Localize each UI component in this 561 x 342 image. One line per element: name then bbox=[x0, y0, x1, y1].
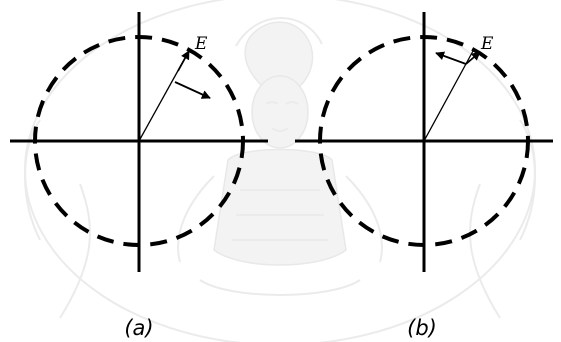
panel-b: E (b) bbox=[295, 12, 553, 340]
panel-a-arrow-along-vector bbox=[177, 50, 190, 72]
panel-a: E (a) bbox=[10, 12, 268, 340]
panel-b-field-vector bbox=[423, 50, 474, 142]
panel-b-caption: (b) bbox=[407, 316, 437, 340]
panel-a-e-label: E bbox=[194, 34, 208, 54]
panel-b-e-label: E bbox=[480, 34, 494, 54]
panel-a-caption: (a) bbox=[124, 316, 153, 340]
panel-a-perpendicular-arrow bbox=[174, 81, 211, 99]
panel-b-radial-arrow bbox=[465, 51, 481, 65]
panel-b-dashed-circle bbox=[318, 35, 530, 247]
watermark-seal bbox=[24, 0, 536, 342]
panel-b-tangent-arrow bbox=[435, 51, 467, 65]
panel-a-dashed-circle bbox=[33, 35, 245, 247]
